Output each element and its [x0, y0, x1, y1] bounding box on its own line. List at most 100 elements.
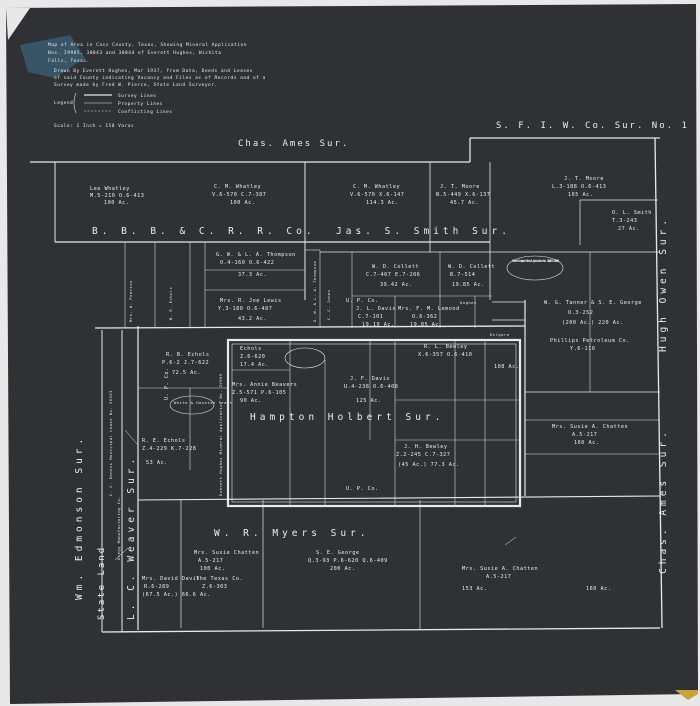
svg-text:Mrs. David Davis: Mrs. David Davis: [142, 576, 200, 582]
note-vert-ccdennis: C. C. Dennis Municipal Lease No. 20323: [108, 390, 113, 496]
svg-text:R. B. Echols: R. B. Echols: [166, 352, 209, 358]
notes: Everett Hughes Mineral Application No. 3…: [108, 258, 560, 560]
note-vert-ccjones: C. C. Jones: [326, 289, 331, 320]
svg-text:X.6-357 O.6-410: X.6-357 O.6-410: [418, 352, 472, 358]
svg-text:J. L. Davis: J. L. Davis: [356, 306, 396, 312]
svg-text:Mrs. Susie A. Chatten: Mrs. Susie A. Chatten: [552, 424, 628, 430]
svg-text:114.3 Ac.: 114.3 Ac.: [366, 200, 399, 206]
svg-text:P.6-2 J.7-622: P.6-2 J.7-622: [162, 360, 209, 366]
svg-text:O.6-362: O.6-362: [412, 314, 437, 320]
survey-lc-weaver: L. C. Weaver Sur.: [126, 455, 137, 620]
note-vert-thompson: G. W. & L. A. Thompson: [312, 261, 317, 322]
note-upco-3: U. P. Co.: [164, 367, 170, 400]
svg-text:A.5-217: A.5-217: [572, 432, 597, 438]
svg-text:45.7 Ac.: 45.7 Ac.: [450, 200, 479, 206]
survey-wm-edmonson: Wm. Edmonson Sur.: [74, 435, 85, 600]
note-upco-1: U. P. Co.: [346, 298, 379, 304]
svg-text:Y.6-110: Y.6-110: [570, 346, 595, 352]
survey-hampton-holbert: Hampton Holbert Sur.: [250, 412, 444, 423]
note-conflict-box: Everett Hughes Mineral Application No. 3…: [512, 258, 560, 263]
survey-state-land: State Land: [97, 546, 107, 620]
tract-label: Phillips Petroleum Co. Y.6-110: [550, 338, 630, 352]
svg-text:Mrs. Annie Beavers: Mrs. Annie Beavers: [232, 382, 297, 388]
svg-text:S. E. George: S. E. George: [316, 550, 359, 556]
svg-text:The Texas Co.: The Texas Co.: [196, 576, 243, 582]
svg-text:J. T. Moore: J. T. Moore: [440, 184, 480, 190]
svg-text:Z.6-620: Z.6-620: [240, 354, 265, 360]
tract-label: The Texas Co. Z.6-303: [196, 576, 243, 590]
svg-text:W. G. Tanner & S. E. George: W. G. Tanner & S. E. George: [544, 300, 642, 306]
title-block: Map of Area in Cass County, Texas, Showi…: [48, 42, 266, 88]
survey-lines: [30, 137, 663, 633]
note-vert-hughes-29905: Everett Hughes Mineral Application No. 2…: [218, 373, 223, 496]
svg-text:Z.4-229 K.7-228: Z.4-229 K.7-228: [142, 446, 196, 452]
svg-text:J. F. Davis: J. F. Davis: [350, 376, 390, 382]
svg-text:O.3-252: O.3-252: [568, 310, 593, 316]
note-upco-2: U. P. Co.: [346, 486, 379, 492]
svg-text:39.42 Ac.: 39.42 Ac.: [380, 282, 413, 288]
svg-text:90 Ac.: 90 Ac.: [240, 398, 262, 404]
svg-text:19.85 Ac.: 19.85 Ac.: [410, 322, 443, 328]
svg-text:Phillips Petroleum Co.: Phillips Petroleum Co.: [550, 338, 630, 344]
svg-text:R.6-289: R.6-289: [144, 584, 169, 590]
svg-text:160 Ac.: 160 Ac.: [586, 586, 611, 592]
svg-text:Z.6-303: Z.6-303: [202, 584, 227, 590]
tract-label: 160 Ac.: [586, 586, 611, 592]
survey-hugh-owen: Hugh Owen Sur.: [658, 216, 669, 352]
svg-text:R. E. Echols: R. E. Echols: [142, 438, 185, 444]
survey-jas-smith: Jas. S. Smith Sur.: [336, 226, 511, 237]
svg-text:19.19 Ac.: 19.19 Ac.: [362, 322, 395, 328]
white-houston-note: [169, 395, 215, 415]
svg-text:G. W. & L. A. Thompson: G. W. & L. A. Thompson: [216, 252, 296, 258]
legend-survey-lines: Survey Lines: [118, 93, 157, 99]
svg-text:A.5-217: A.5-217: [198, 558, 223, 564]
svg-text:Z.5-571 P.6-105: Z.5-571 P.6-105: [232, 390, 286, 396]
svg-text:Lee Whatley: Lee Whatley: [90, 186, 130, 192]
legend-label: Legend: [54, 100, 73, 106]
title-line2: Nos. 29905, 30043 and 30044 of Everett H…: [48, 50, 221, 56]
survey-chas-ames-top: Chas. Ames Sur.: [238, 139, 349, 149]
title-line4: Drawn By Everett Hughes, Mar 1937, from …: [54, 68, 253, 74]
legend: Legend Survey Lines Property Lines Confl…: [54, 92, 172, 129]
title-line5: of said County indicating Vacancy and Fi…: [54, 75, 266, 81]
scale-label: Scale: 1 Inch = 150 Varas: [54, 123, 134, 129]
svg-text:Q.3-93 P.6-620 Q.6-409: Q.3-93 P.6-620 Q.6-409: [308, 558, 388, 564]
svg-text:100 Ac.: 100 Ac.: [104, 200, 129, 206]
svg-text:19.85 Ac.: 19.85 Ac.: [452, 282, 485, 288]
map-sheet: [6, 4, 698, 704]
note-vert-gregg: Gregg Manufacturing Co.: [116, 496, 121, 560]
svg-text:Echols: Echols: [240, 346, 262, 352]
svg-text:Mrs. Susie A. Chatten: Mrs. Susie A. Chatten: [462, 566, 538, 572]
svg-text:165 Ac.: 165 Ac.: [568, 192, 593, 198]
svg-text:100 Ac.: 100 Ac.: [230, 200, 255, 206]
svg-text:(67.5 Ac.) 66.6 Ac.: (67.5 Ac.) 66.6 Ac.: [142, 592, 211, 598]
svg-text:J. H. Bewley: J. H. Bewley: [404, 444, 447, 450]
svg-text:C.7-101: C.7-101: [358, 314, 383, 320]
svg-text:Mrs. R. Joe Lewis: Mrs. R. Joe Lewis: [220, 298, 282, 304]
survey-wr-myers: W. R. Myers Sur.: [214, 528, 370, 539]
svg-text:L.3-188 O.6-413: L.3-188 O.6-413: [552, 184, 606, 190]
svg-text:153 Ac.: 153 Ac.: [462, 586, 487, 592]
svg-text:53 Ac.: 53 Ac.: [146, 460, 168, 466]
svg-text:(200 Ac.) 220 Ac.: (200 Ac.) 220 Ac.: [562, 320, 624, 326]
survey-sfiw: S. F. I. W. Co. Sur. No. 1: [496, 121, 689, 131]
note-kilgore: Kilgore: [490, 332, 510, 337]
svg-text:C. M. Whatley: C. M. Whatley: [214, 184, 261, 190]
svg-text:A.5-217: A.5-217: [486, 574, 511, 580]
svg-text:R. L. Bewley: R. L. Bewley: [424, 344, 467, 350]
